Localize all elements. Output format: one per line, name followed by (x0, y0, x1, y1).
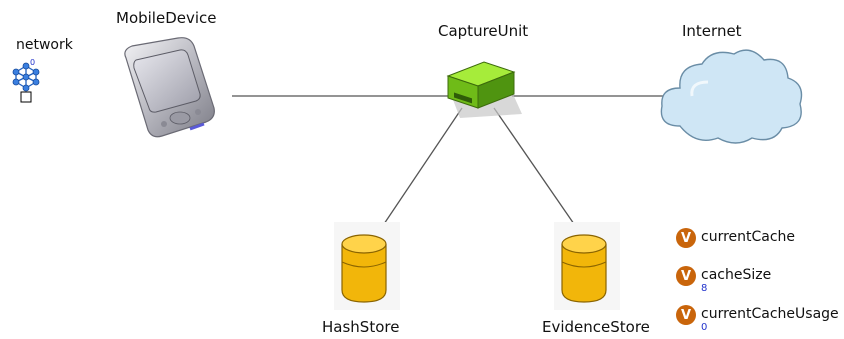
internet-cloud-icon[interactable] (652, 42, 808, 150)
evidencestore-label: EvidenceStore (542, 318, 650, 336)
network-label: network (16, 37, 73, 53)
mobiledevice-label: MobileDevice (116, 9, 217, 27)
variable-name: currentCacheUsage (701, 306, 839, 322)
link-capture-evidencestore (493, 107, 575, 225)
internet-label: Internet (682, 22, 742, 40)
captureunit-label: CaptureUnit (438, 22, 529, 40)
network-icon[interactable]: 0 (8, 58, 44, 104)
mobile-device-icon[interactable] (118, 36, 218, 146)
link-capture-hashstore (383, 107, 463, 225)
variable-v-icon: V (676, 228, 696, 248)
variable-name: cacheSize (701, 267, 772, 283)
variable-value: 0 (701, 322, 708, 333)
hashstore-icon[interactable] (334, 222, 402, 312)
variable-name: currentCache (701, 229, 796, 245)
variable-v-icon: V (676, 266, 696, 286)
hashstore-label: HashStore (322, 318, 400, 336)
variable-value: 8 (701, 283, 708, 294)
network-badge: 0 (30, 58, 35, 67)
variable-v-icon: V (676, 305, 696, 325)
capture-unit-icon[interactable] (440, 56, 522, 122)
evidencestore-icon[interactable] (554, 222, 622, 312)
